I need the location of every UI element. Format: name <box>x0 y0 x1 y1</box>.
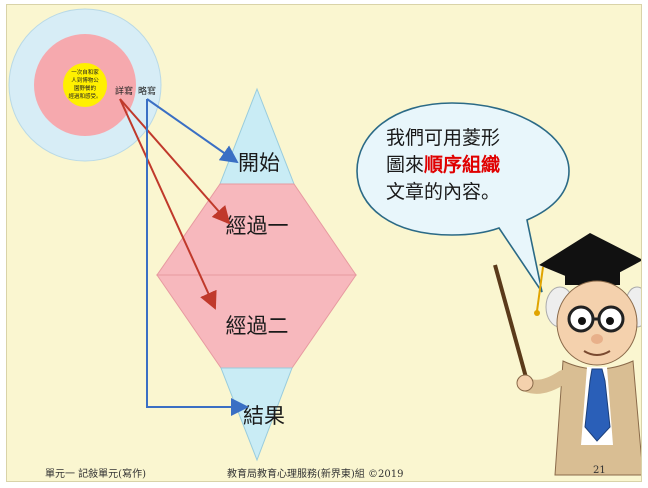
section-label-process-1: 經過一 <box>226 214 289 238</box>
inner-circle-line-4: 經過和感受。 <box>68 92 101 100</box>
speech-bubble: 我們可用菱形 圖來順序組織 文章的內容。 <box>356 102 570 293</box>
teacher-head <box>556 280 638 366</box>
footer-unit: 單元一 記敍單元(寫作) <box>45 469 146 480</box>
bubble-line-2: 圖來順序組織 <box>386 153 500 176</box>
label-detail: 詳寫 <box>115 85 133 97</box>
bubble-highlight: 順序組織 <box>424 153 500 176</box>
teacher-illustration <box>493 233 641 476</box>
inner-circle <box>63 63 107 107</box>
inner-circle-line-2: 人到博物公 <box>71 76 99 84</box>
concentric-circles: 一次自和家 人到博物公 園野餐的 經過和感受。 詳寫 略寫 <box>8 8 162 162</box>
blue-arrow-to-start <box>146 98 239 164</box>
bubble-line-2-prefix: 圖來 <box>386 154 424 176</box>
section-label-start: 開始 <box>238 151 280 175</box>
footer-page-number: 21 <box>593 465 606 476</box>
label-brief: 略寫 <box>138 85 156 97</box>
bubble-line-1: 我們可用菱形 <box>386 127 500 149</box>
red-arrow-to-process-2 <box>119 98 217 310</box>
speech-bubble-shape <box>356 102 570 293</box>
footer-organization: 教育局教育心理服務(新界東)組 ©2019 <box>227 469 404 480</box>
pointer-stick <box>493 264 529 382</box>
blue-arrow-to-result <box>146 99 249 416</box>
section-label-process-2: 經過二 <box>226 314 289 338</box>
section-label-result: 結果 <box>243 404 285 428</box>
arrows <box>119 98 249 416</box>
inner-circle-line-3: 園野餐的 <box>74 84 97 92</box>
slide: 一次自和家 人到博物公 園野餐的 經過和感受。 詳寫 略寫 開始 經過一 經過二… <box>6 4 642 482</box>
inner-circle-line-1: 一次自和家 <box>71 68 99 76</box>
slide-canvas: 一次自和家 人到博物公 園野餐的 經過和感受。 詳寫 略寫 開始 經過一 經過二… <box>8 8 641 476</box>
diamond-organizer: 開始 經過一 經過二 結果 <box>156 87 357 462</box>
bubble-line-3: 文章的內容。 <box>386 181 500 203</box>
blue-tie <box>584 368 611 442</box>
red-arrow-to-process-1 <box>119 98 231 225</box>
